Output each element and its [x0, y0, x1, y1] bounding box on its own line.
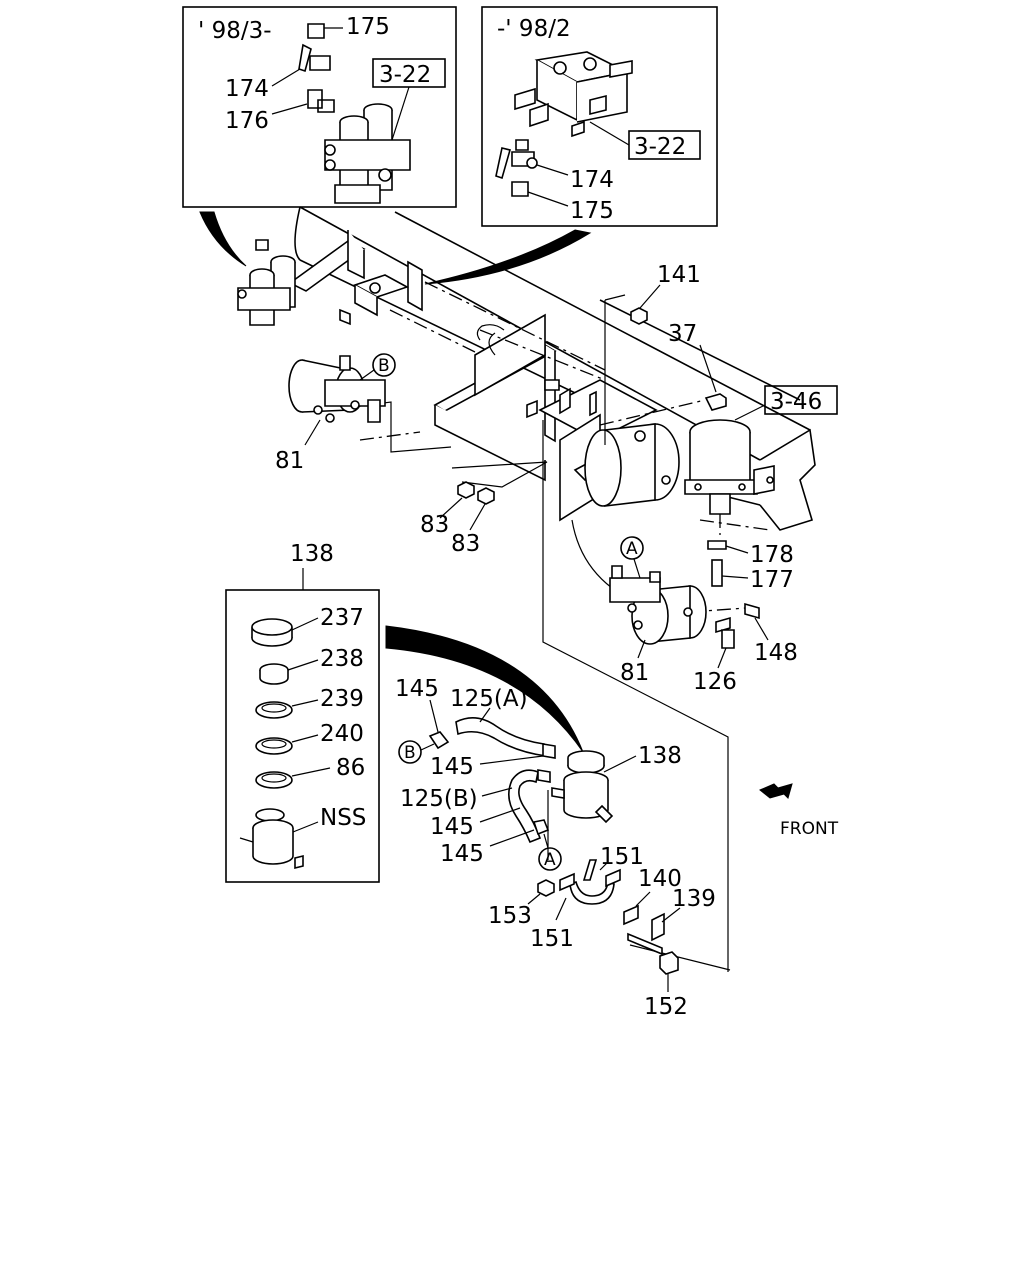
- hose-125b-icon: [508, 769, 551, 844]
- callout-240: 240: [320, 721, 364, 747]
- marker-a-lower-label: A: [544, 850, 556, 870]
- callout-175-old: 175: [570, 198, 614, 224]
- inset-right: -' 98/2 3-22 174 175: [481, 6, 718, 227]
- callout-145-d: 145: [440, 841, 484, 867]
- inset-right-date: -' 98/2: [497, 16, 571, 42]
- air-dryer-icon: [684, 419, 775, 515]
- main-refbox[interactable]: [764, 385, 838, 415]
- callout-237: 237: [320, 605, 364, 631]
- gasket-239-icon: [255, 701, 293, 719]
- callout-139: 139: [672, 886, 716, 912]
- callout-125b: 125(B): [400, 786, 478, 812]
- clip-145-d-icon: [532, 819, 550, 836]
- callout-148: 148: [754, 640, 798, 666]
- valve-assembly-top-icon: [324, 103, 411, 204]
- nut-83-b-icon: [477, 487, 495, 505]
- nut-141-icon: [630, 307, 648, 325]
- governor-81-upper-icon: [288, 355, 386, 423]
- callout-37: 37: [668, 321, 697, 347]
- callout-145-b: 145: [430, 754, 474, 780]
- inset-left-date: ' 98/3-: [198, 18, 272, 44]
- callout-239: 239: [320, 686, 364, 712]
- callout-141: 141: [657, 262, 701, 288]
- callout-177: 177: [750, 567, 794, 593]
- marker-b-lower-label: B: [404, 743, 416, 763]
- callout-174-top: 174: [225, 76, 269, 102]
- callout-138-kit: 138: [290, 541, 334, 567]
- valve-bracket-assembly-icon: [237, 230, 423, 326]
- callout-140: 140: [638, 866, 682, 892]
- inset-left-refbox-label: 3-22: [379, 62, 431, 88]
- hose-125a-icon: [455, 717, 556, 759]
- inset-left-pointer: [199, 211, 247, 267]
- marker-b-upper: [372, 353, 396, 377]
- front-arrow-icon: [759, 783, 793, 799]
- marker-b-lower: [398, 740, 422, 764]
- inset-right-refbox-label: 3-22: [634, 134, 686, 160]
- valve-assembly-old-icon: [514, 51, 633, 138]
- callout-126: 126: [693, 669, 737, 695]
- strainer-238-icon: [259, 663, 289, 685]
- nut-153-icon: [537, 879, 555, 897]
- callout-178: 178: [750, 542, 794, 568]
- callout-176: 176: [225, 108, 269, 134]
- inset-left: ' 98/3- 3-22 175 174 176: [182, 6, 457, 208]
- marker-a-lower: [538, 847, 562, 871]
- main-refbox-label: 3-46: [770, 389, 822, 415]
- callout-145-a: 145: [395, 676, 439, 702]
- governor-81-lower-icon: [609, 565, 707, 645]
- clip-145-a-icon: [428, 731, 450, 750]
- callout-151-a: 151: [600, 844, 644, 870]
- callout-83-b: 83: [451, 531, 480, 557]
- callout-81-lower: 81: [620, 660, 649, 686]
- inset-reservoir: 237 238 239 240 86: [225, 589, 380, 883]
- clamp-178-icon: [707, 540, 727, 550]
- cap-175-old-icon: [511, 181, 529, 197]
- clamp-151-icon: [559, 859, 621, 905]
- filter-177-icon: [711, 559, 723, 587]
- marker-a-upper-label: A: [626, 539, 638, 559]
- callout-138-assembled: 138: [638, 743, 682, 769]
- elbow-126-icon: [715, 616, 735, 649]
- fitting-148-icon: [744, 602, 760, 620]
- inset-right-pointer: [424, 229, 592, 285]
- marker-a-upper: [620, 536, 644, 560]
- callout-153: 153: [488, 903, 532, 929]
- bolt-37-icon: [704, 393, 727, 411]
- gasket-240-icon: [255, 737, 293, 755]
- callout-86: 86: [336, 755, 365, 781]
- callout-125a: 125(A): [450, 686, 528, 712]
- callout-175-top: 175: [346, 14, 390, 40]
- bolt-140-icon: [623, 904, 639, 926]
- gasket-86-icon: [255, 771, 293, 789]
- callout-145-c: 145: [430, 814, 474, 840]
- reservoir-nss-icon: [239, 808, 304, 870]
- callout-151-b: 151: [530, 926, 574, 952]
- callout-174-old: 174: [570, 167, 614, 193]
- drain-cock-174-old-icon: [495, 139, 538, 180]
- bolt-152-icon: [659, 951, 679, 975]
- callout-nss: NSS: [320, 805, 366, 831]
- piping-icon: [476, 324, 597, 419]
- marker-b-upper-label: B: [378, 356, 390, 376]
- cap-175-top-icon: [307, 23, 325, 39]
- cap-237-icon: [251, 618, 293, 647]
- nut-83-a-icon: [457, 481, 475, 499]
- callout-152: 152: [644, 994, 688, 1020]
- drain-cock-174-top-icon: [298, 43, 312, 73]
- callout-83-a: 83: [420, 512, 449, 538]
- callout-81-upper: 81: [275, 448, 304, 474]
- reservoir-138-icon: [551, 750, 614, 824]
- elbow-176-icon: [307, 89, 335, 113]
- reference-lines: [359, 281, 771, 613]
- bracket-139-icon: [627, 912, 665, 956]
- callout-238: 238: [320, 646, 364, 672]
- front-label: FRONT: [780, 819, 839, 839]
- air-tank-icon: [584, 423, 680, 507]
